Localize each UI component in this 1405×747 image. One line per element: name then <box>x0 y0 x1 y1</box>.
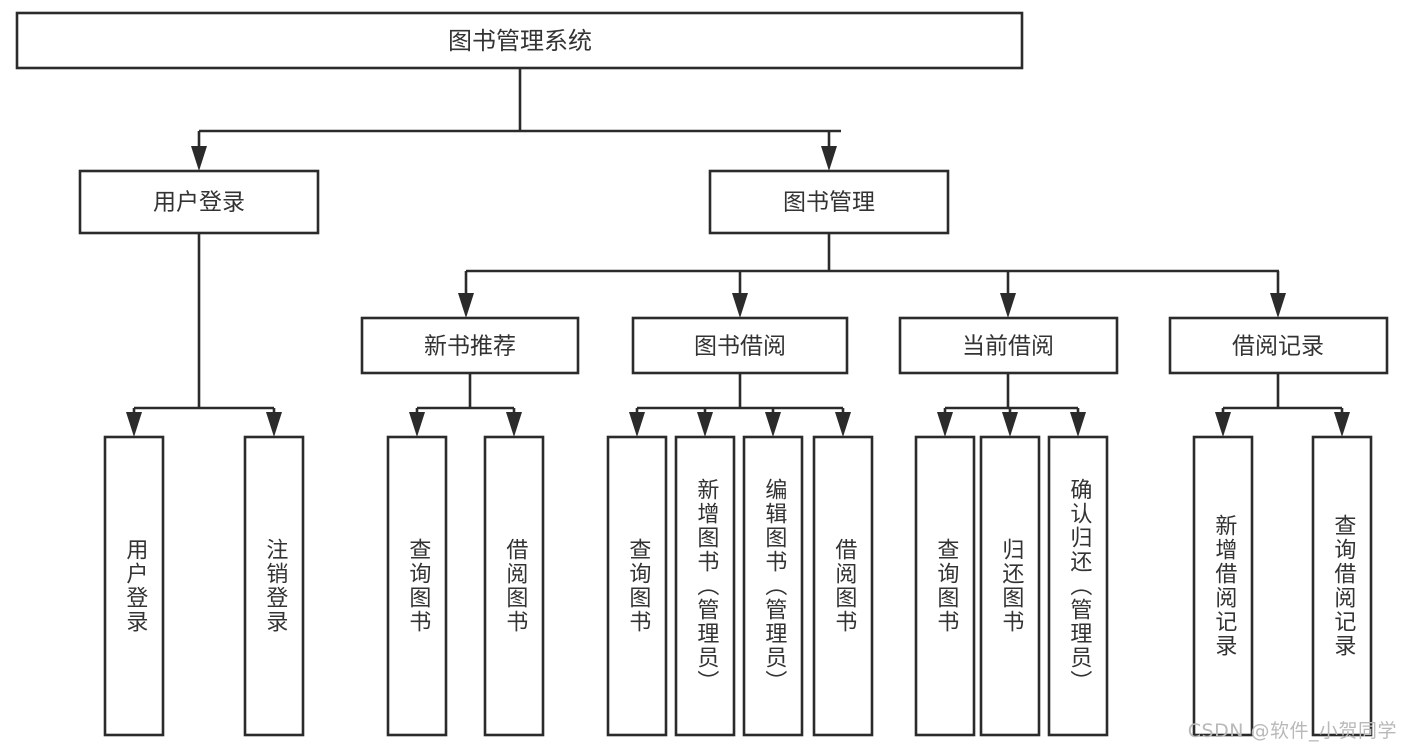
connector-group-current-borrow <box>937 373 1086 437</box>
node-new-book-recommend-box[interactable] <box>360 316 580 375</box>
node-current-borrow-label: 当前借阅 <box>962 334 1054 360</box>
arrow-head-leaf-borrow-book-a <box>506 412 522 437</box>
arrow-head-leaf-query-record <box>1334 412 1350 437</box>
leaf-box-user-login[interactable] <box>103 435 165 737</box>
leaf-box-query-book-c[interactable] <box>914 435 976 737</box>
node-book-manage[interactable]: 图书管理 <box>708 169 950 235</box>
arrow-head-current-borrow <box>1000 293 1016 318</box>
node-user-login[interactable]: 用户登录 <box>78 169 320 235</box>
arrow-head-book-manage <box>821 146 837 171</box>
node-new-book-recommend[interactable]: 新书推荐 <box>360 316 580 375</box>
connector-group-book-manage <box>458 233 1286 318</box>
node-borrow-record[interactable]: 借阅记录 <box>1168 316 1389 375</box>
node-book-manage-label: 图书管理 <box>783 190 875 216</box>
leaf-box-add-record[interactable] <box>1192 435 1254 737</box>
node-book-borrow[interactable]: 图书借阅 <box>631 316 849 375</box>
node-book-borrow-label: 图书借阅 <box>694 334 786 360</box>
node-book-borrow-box[interactable] <box>631 316 849 375</box>
arrow-head-book-borrow <box>732 293 748 318</box>
arrow-head-leaf-logout <box>266 412 282 437</box>
node-borrow-record-label: 借阅记录 <box>1232 334 1324 360</box>
leaf-box-confirm-return[interactable] <box>1047 435 1109 737</box>
connector-group-book-borrow <box>629 373 851 437</box>
connector-group-root <box>191 68 841 171</box>
leaf-box-edit-book-admin[interactable] <box>742 435 804 737</box>
leaf-box-return-book[interactable] <box>979 435 1041 737</box>
connector-group-borrow-record <box>1215 373 1350 437</box>
leaf-box-query-book-a[interactable] <box>386 435 448 737</box>
node-borrow-record-box[interactable] <box>1168 316 1389 375</box>
arrow-head-leaf-add-record <box>1215 412 1231 437</box>
node-user-login-label: 用户登录 <box>153 190 245 216</box>
leaf-box-query-book-b[interactable] <box>606 435 668 737</box>
leaf-box-borrow-book-b[interactable] <box>812 435 874 737</box>
arrow-head-leaf-add-book <box>697 412 713 437</box>
node-new-book-recommend-label: 新书推荐 <box>424 334 516 360</box>
node-current-borrow-box[interactable] <box>898 316 1119 375</box>
node-root-box[interactable] <box>15 11 1024 70</box>
arrow-head-leaf-query-book-a <box>409 412 425 437</box>
arrow-head-borrow-record <box>1270 293 1286 318</box>
arrow-head-leaf-edit-book <box>765 412 781 437</box>
node-current-borrow[interactable]: 当前借阅 <box>898 316 1119 375</box>
arrow-head-leaf-query-book-b <box>629 412 645 437</box>
node-user-login-box[interactable] <box>78 169 320 235</box>
node-root[interactable]: 图书管理系统 <box>15 11 1024 70</box>
leaf-box-add-book-admin[interactable] <box>674 435 736 737</box>
connector-group-new-book-rec <box>409 373 522 437</box>
arrow-head-leaf-return-book <box>1002 412 1018 437</box>
node-book-manage-box[interactable] <box>708 169 950 235</box>
csdn-watermark: CSDN @软件_小贺同学 <box>1187 720 1397 742</box>
arrow-head-leaf-query-book-c <box>937 412 953 437</box>
arrow-head-user-login <box>191 146 207 171</box>
arrow-head-leaf-borrow-book-b <box>835 412 851 437</box>
leaf-box-query-record[interactable] <box>1311 435 1373 737</box>
connector-group-user-login <box>126 233 282 437</box>
arrow-head-leaf-confirm-return <box>1070 412 1086 437</box>
leaf-box-borrow-book-a[interactable] <box>483 435 545 737</box>
node-root-label: 图书管理系统 <box>448 27 592 55</box>
arrow-head-leaf-user-login <box>126 412 142 437</box>
arrow-head-new-book-rec <box>458 293 474 318</box>
leaf-box-logout-login[interactable] <box>243 435 305 737</box>
